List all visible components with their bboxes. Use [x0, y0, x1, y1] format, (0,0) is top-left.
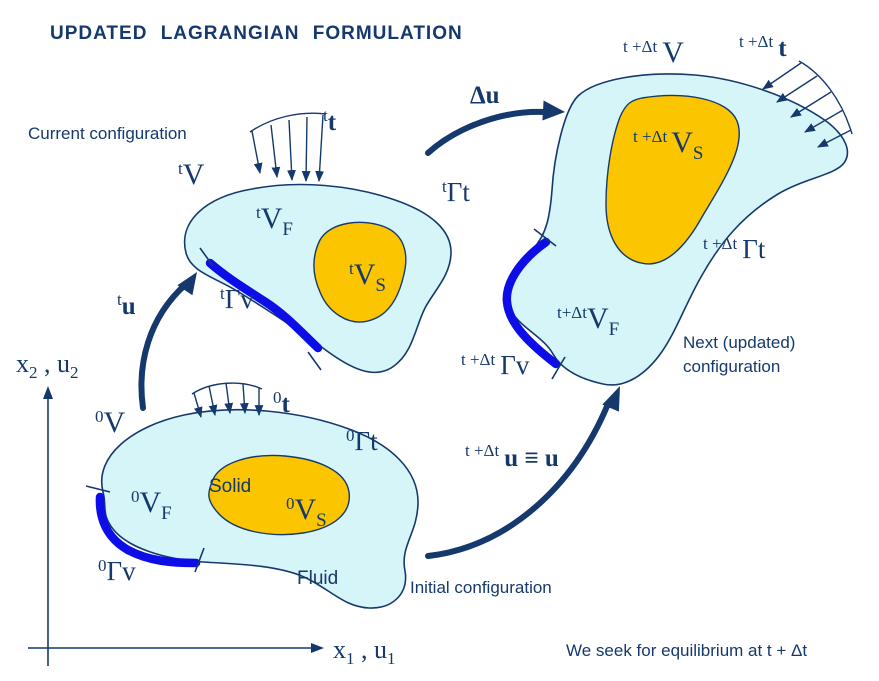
traction-fan-arc	[249, 112, 327, 133]
traction-arrow-icon	[762, 62, 802, 90]
current-traction-load-icon	[249, 112, 327, 183]
current-configuration: tV tVF tVS tΓt tΓv tt	[178, 106, 470, 374]
traction-arrow-icon	[239, 383, 249, 415]
boundary-tick	[533, 228, 557, 247]
next-traction-load-icon	[762, 60, 853, 148]
next-fluid-volume-label: t+ΔtVF	[557, 302, 619, 340]
current-fluid-volume-label: tVF	[256, 202, 293, 240]
traction-arrow-icon	[301, 116, 311, 183]
current-prescribed-velocity-boundary	[205, 258, 323, 353]
initial-fluid-volume-label: 0VF	[131, 486, 172, 524]
traction-arrow-icon	[790, 91, 832, 118]
initial-to-next-arrow	[425, 386, 620, 559]
y-axis-label: x2 , u2	[16, 349, 79, 382]
caption-current-configuration: Current configuration	[28, 124, 187, 143]
solid-region-label: Solid	[209, 476, 251, 497]
current-velocity-boundary-label: tΓv	[220, 284, 254, 314]
equilibrium-note: We seek for equilibrium at t + Δt	[566, 641, 807, 660]
current-volume-label: tV	[178, 158, 205, 191]
initial-configuration: 0V 0VF 0VS 0Γt 0Γv 0t Solid Fluid	[85, 382, 419, 609]
initial-traction-label: 0t	[273, 388, 291, 418]
traction-arrow-icon	[193, 392, 203, 419]
page-title: UPDATED LAGRANGIAN FORMULATION	[50, 23, 463, 44]
current-solid-volume-label: tVS	[349, 258, 386, 296]
caption-initial-configuration: Initial configuration	[410, 578, 552, 597]
current-traction-label: tt	[323, 106, 337, 136]
fluid-region-label: Fluid	[297, 568, 338, 589]
current-traction-boundary-label: tΓt	[442, 177, 470, 207]
traction-arrow-icon	[287, 119, 296, 182]
current-solid-region	[313, 221, 407, 323]
boundary-tick	[85, 485, 111, 493]
boundary-tick	[307, 351, 322, 371]
y-axis-arrowhead-icon	[43, 386, 53, 399]
boundary-tick	[199, 247, 214, 267]
initial-prescribed-velocity-boundary	[95, 492, 201, 568]
traction-arrow-icon	[270, 124, 281, 179]
traction-arrow-icon	[315, 114, 324, 183]
boundary-tick	[194, 547, 205, 573]
traction-arrow-icon	[776, 75, 818, 103]
displacement-t-label: tu	[117, 290, 136, 320]
traction-arrow-icon	[224, 382, 234, 415]
coordinate-axes: x2 , u2 x1 , u1	[16, 349, 396, 668]
traction-arrow-icon	[208, 385, 218, 417]
initial-solid-region	[208, 454, 350, 536]
next-prescribed-velocity-boundary	[502, 237, 561, 369]
displacement-increment-label: Δu	[470, 82, 500, 109]
initial-traction-load-icon	[191, 382, 264, 419]
initial-traction-boundary-label: 0Γt	[346, 426, 378, 456]
traction-fan-arc	[191, 382, 263, 395]
x-axis-label: x1 , u1	[333, 635, 396, 668]
next-solid-region	[605, 94, 740, 265]
traction-fan-arc	[798, 60, 853, 135]
caption-next-configuration: Next (updated)configuration	[683, 333, 795, 376]
traction-arrow-icon	[804, 109, 844, 133]
x-axis-arrowhead-icon	[311, 643, 324, 653]
boundary-tick	[551, 356, 566, 380]
traction-arrow-icon	[251, 130, 263, 175]
displacement-increment-arrow	[425, 100, 565, 156]
traction-arrow-icon	[817, 129, 852, 148]
initial-velocity-boundary-label: 0Γv	[98, 556, 136, 586]
initial-solid-volume-label: 0VS	[286, 493, 327, 531]
displacement-arrow-t	[138, 272, 197, 411]
initial-volume-label: 0V	[95, 406, 126, 439]
